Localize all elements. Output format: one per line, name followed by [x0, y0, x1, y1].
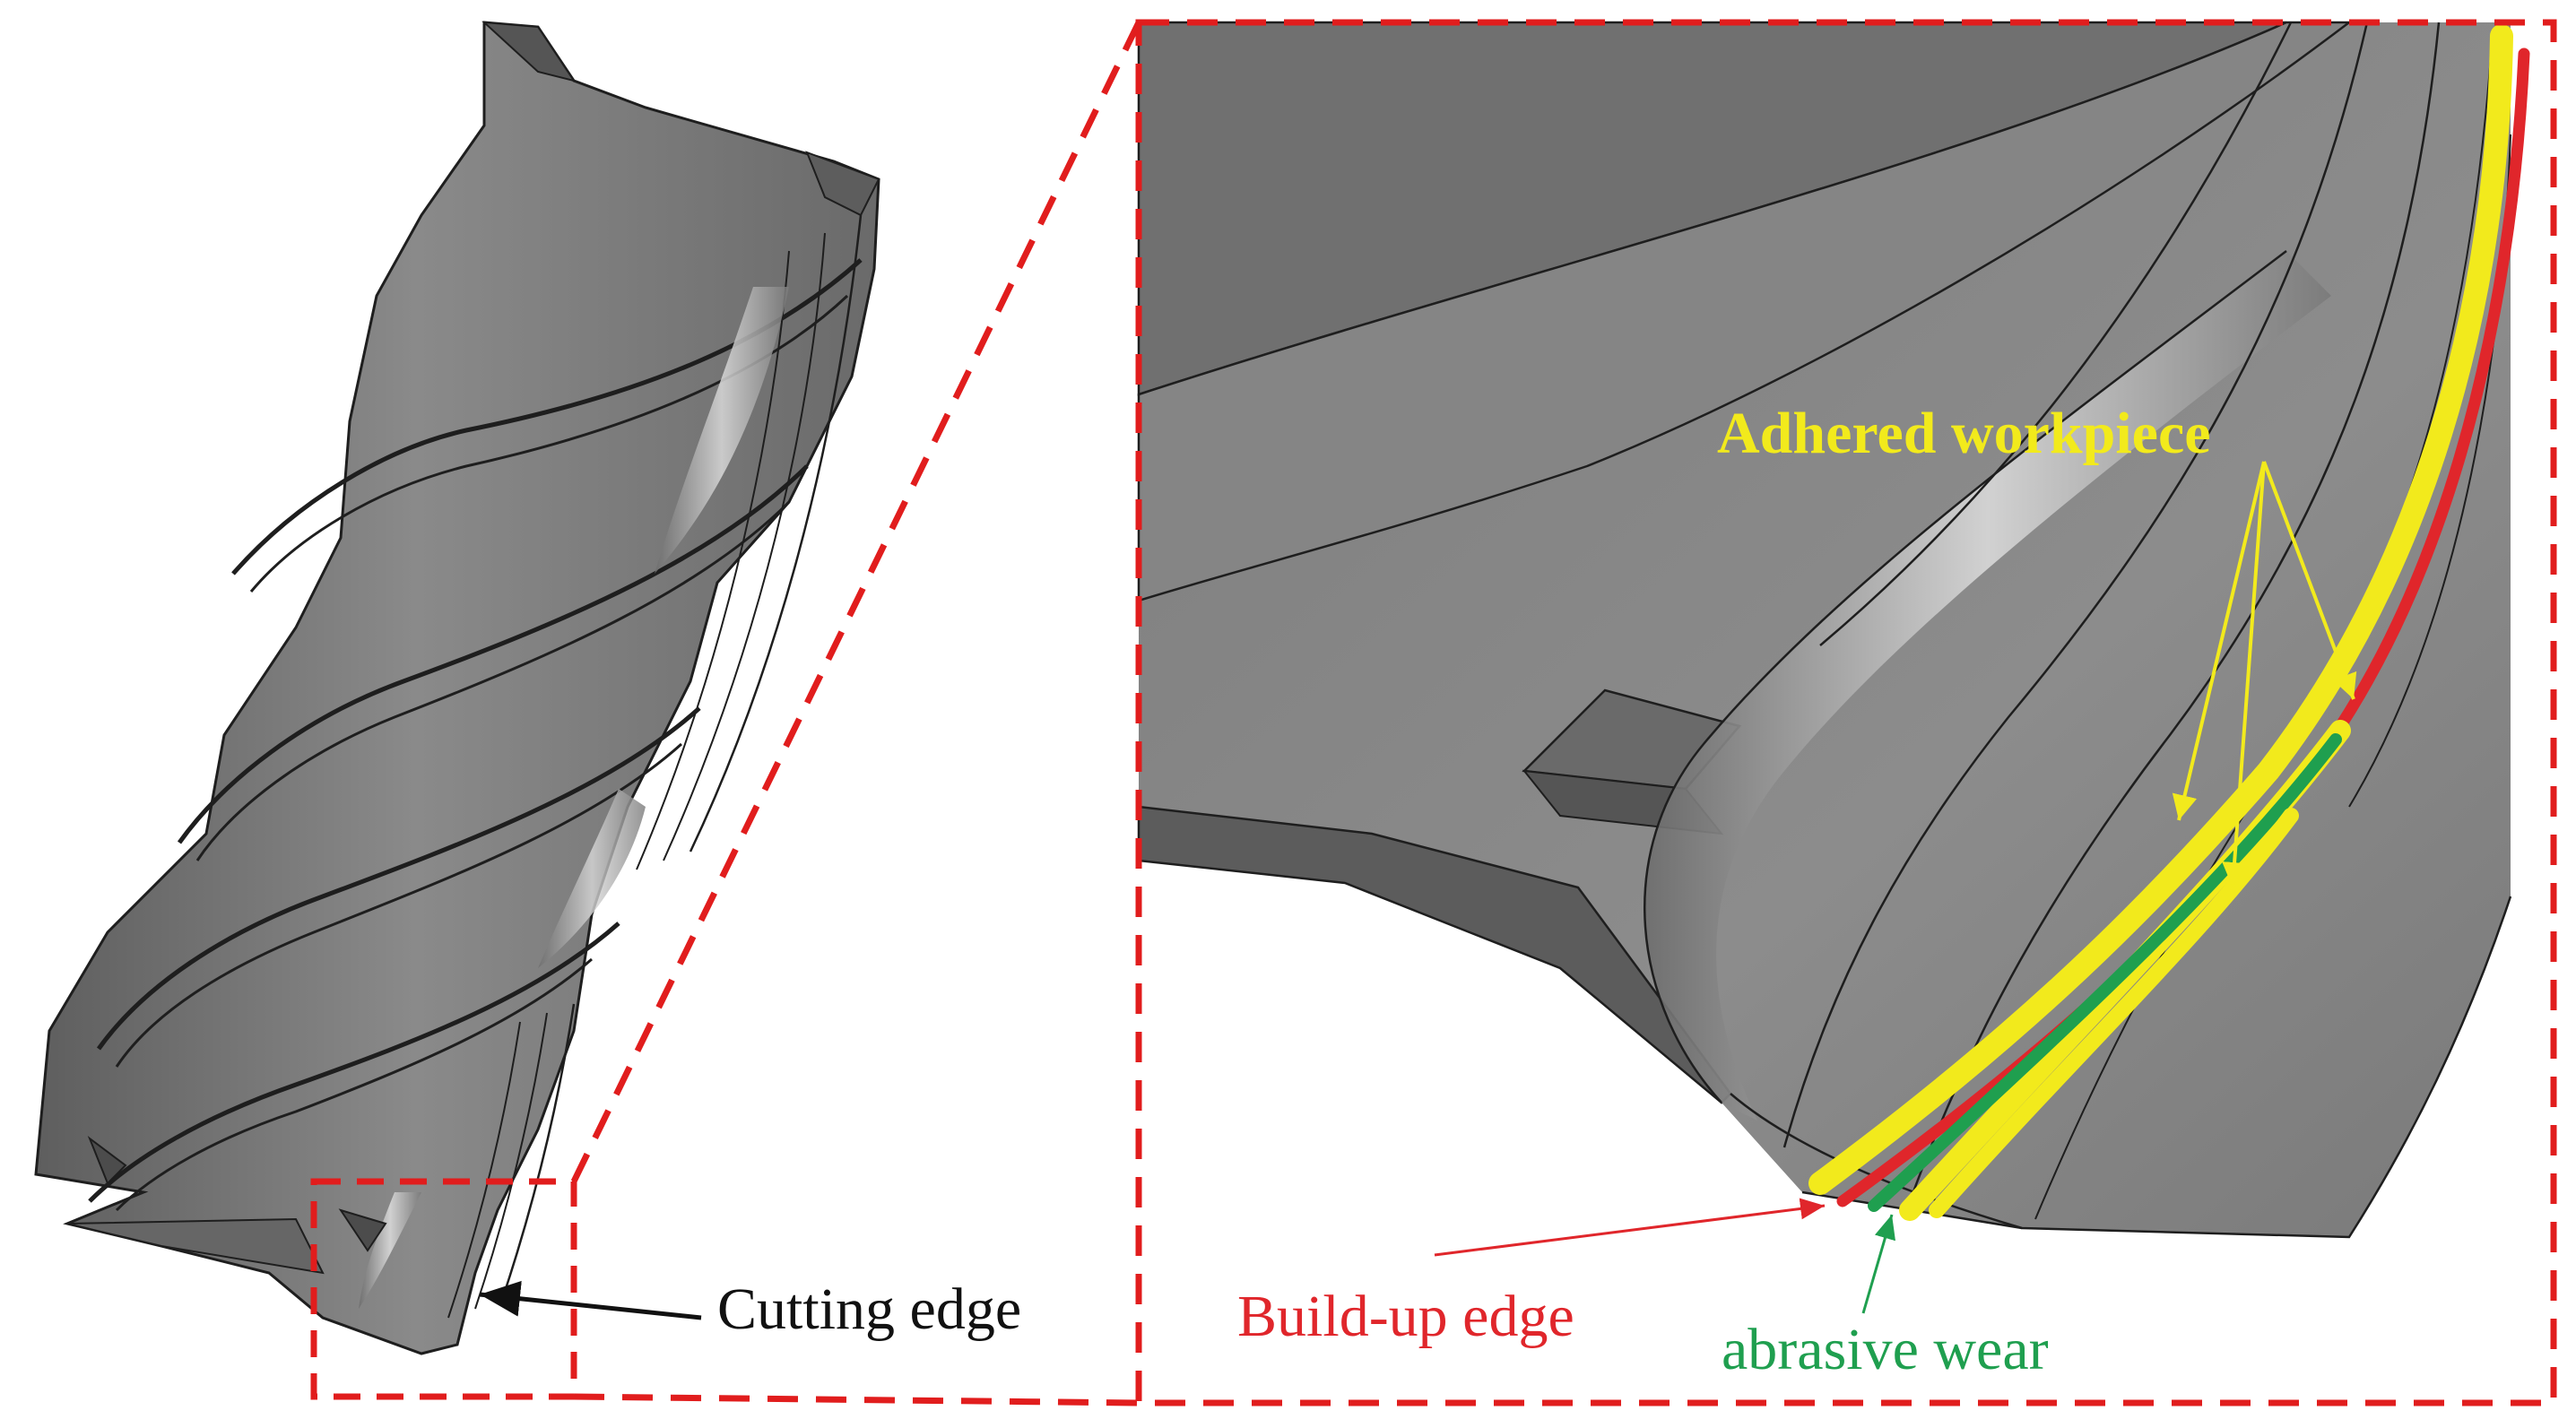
adhered-workpiece-band-lower: [1929, 808, 2299, 1218]
zoomed-cutting-edge: [1137, 21, 2512, 1239]
build-up-edge-arrow: [1434, 1198, 1826, 1257]
zoom-connector-bottom: [573, 1393, 1140, 1406]
adhered-arrow-2: [2222, 461, 2266, 888]
cutting-edge-arrow: [479, 1280, 702, 1320]
adhered-arrow-3: [2262, 461, 2357, 700]
zoom-connector-top: [570, 21, 1142, 1183]
abrasive-wear-label: abrasive wear: [1722, 1317, 2049, 1382]
cutting-edge-label: Cutting edge: [717, 1277, 1021, 1342]
abrasive-wear-band: [1868, 733, 2342, 1212]
end-mill-tool: [34, 21, 880, 1355]
abrasive-wear-arrow: [1861, 1214, 1895, 1314]
adhered-workpiece-band-outer: [1808, 24, 2513, 1195]
zoom-frame: [1135, 19, 2557, 1406]
adhered-arrow-1: [2172, 461, 2266, 821]
detail-box: [310, 1178, 577, 1400]
build-up-edge-label: Build-up edge: [1237, 1284, 1574, 1349]
adhered-workpiece-label: Adhered workpiece: [1717, 401, 2211, 466]
